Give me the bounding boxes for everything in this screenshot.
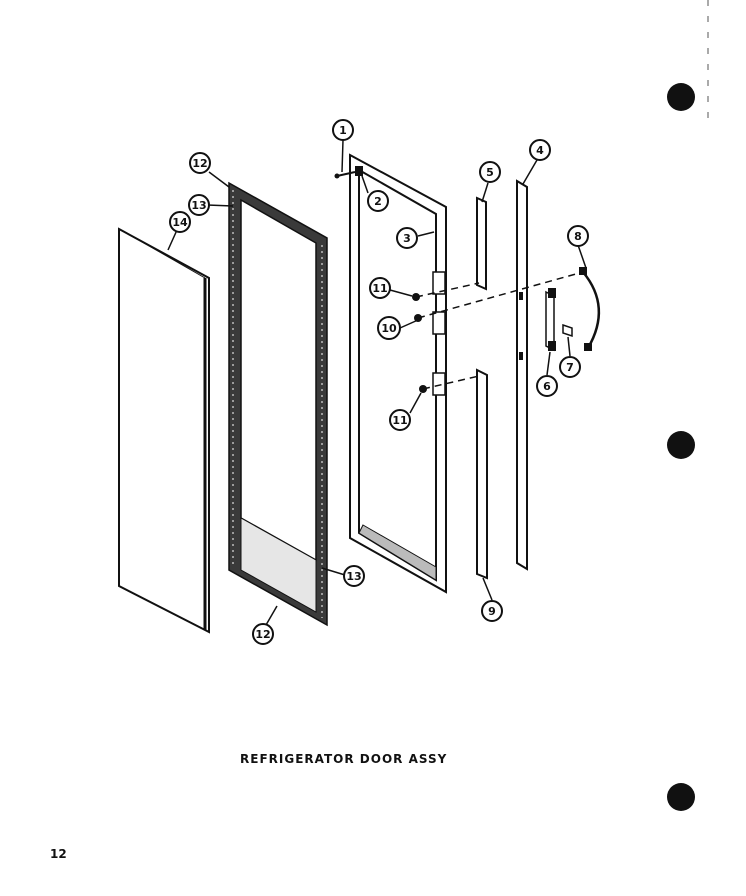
svg-text:1: 1 [339,124,347,137]
callout-8: 8 [567,225,589,247]
alignment-lines [415,271,584,390]
door-gasket-part [228,181,328,627]
callout-13-upper: 13 [188,194,210,216]
svg-text:6: 6 [543,380,551,393]
svg-text:9: 9 [488,605,496,618]
svg-text:11: 11 [372,282,387,295]
svg-text:10: 10 [381,322,397,335]
callout-2: 2 [367,190,389,212]
callout-14: 14 [169,211,191,233]
callout-6: 6 [536,375,558,397]
svg-text:5: 5 [486,166,494,179]
callout-12-lower: 12 [252,623,274,645]
callout-4: 4 [529,139,551,161]
svg-text:12: 12 [255,628,270,641]
svg-text:8: 8 [574,230,582,243]
lower-breaker-strip-part [476,368,488,580]
callout-1: 1 [332,119,354,141]
plug-part-middle [414,314,422,322]
binder-hole-top [667,83,695,111]
svg-text:4: 4 [536,144,544,157]
svg-text:11: 11 [392,414,407,427]
callout-5: 5 [479,161,501,183]
callout-9: 9 [481,600,503,622]
svg-text:2: 2 [374,195,382,208]
bracket-part [545,288,556,352]
callout-11-upper: 11 [369,277,391,299]
upper-breaker-strip-part [476,196,487,291]
callout-3: 3 [396,227,418,249]
svg-text:12: 12 [192,157,207,170]
screw-part [334,166,363,179]
callout-10: 10 [377,316,401,340]
leader-lines [167,139,587,626]
callout-11-lower: 11 [389,409,411,431]
svg-text:13: 13 [191,199,206,212]
callout-12-upper: 12 [189,152,211,174]
small-plate-part [562,323,573,338]
handle-strip-part [516,179,528,571]
door-liner-part [349,153,447,594]
page-number: 12 [50,847,67,861]
svg-text:14: 14 [172,216,188,229]
svg-text:7: 7 [566,361,574,374]
callout-13-lower: 13 [343,565,365,587]
binder-hole-bottom [667,783,695,811]
svg-text:13: 13 [346,570,361,583]
plug-part-lower [419,385,427,393]
outer-door-panel-part [118,227,210,634]
callout-7: 7 [559,356,581,378]
binder-hole-middle [667,431,695,459]
diagram-title: REFRIGERATOR DOOR ASSY [240,752,448,766]
curved-handle-part [579,267,600,351]
svg-text:3: 3 [403,232,411,245]
plug-part-upper [412,293,420,301]
